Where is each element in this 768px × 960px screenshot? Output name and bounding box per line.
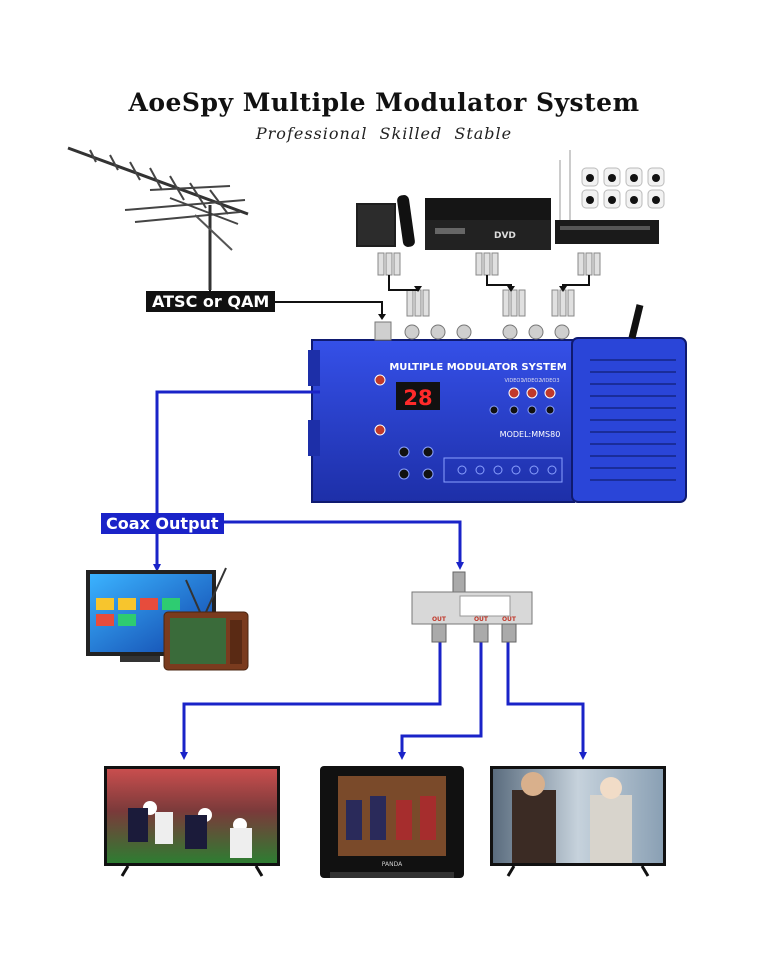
splitter-out-label-3: OUT <box>502 616 517 623</box>
splitter-icon <box>411 571 533 643</box>
tv-right-icon <box>490 766 666 877</box>
modulator-device <box>308 304 687 503</box>
retro-tv-icon <box>163 567 249 671</box>
device-name-label: MULTIPLE MODULATOR SYSTEM <box>389 362 566 373</box>
device-model-label: MODEL:MMS80 <box>500 430 561 439</box>
tv-left-icon <box>104 766 280 877</box>
splitter-out-label-1: OUT <box>432 616 447 623</box>
dvd-player-icon: DVD <box>425 198 551 250</box>
antenna-icon <box>67 146 249 290</box>
video1-label: VIDEO1 <box>504 378 523 384</box>
coax-output-label: Coax Output <box>101 513 224 534</box>
video3-label: VIDEO3 <box>540 378 559 384</box>
tv-center-icon <box>320 766 464 878</box>
video2-label: VIDEO2 <box>522 378 541 384</box>
tv-brand-label: PANDA <box>382 861 403 868</box>
input-signal-label: ATSC or QAM <box>146 291 276 312</box>
svg-text:DVD: DVD <box>494 231 516 241</box>
page-subtitle: Professional Skilled Stable <box>255 124 513 143</box>
set-top-box-icon <box>356 195 415 247</box>
page-title: AoeSpy Multiple Modulator System <box>128 88 640 117</box>
security-camera-icon <box>555 150 665 244</box>
channel-display: 28 <box>403 386 432 410</box>
splitter-out-label-2: OUT <box>474 616 489 623</box>
